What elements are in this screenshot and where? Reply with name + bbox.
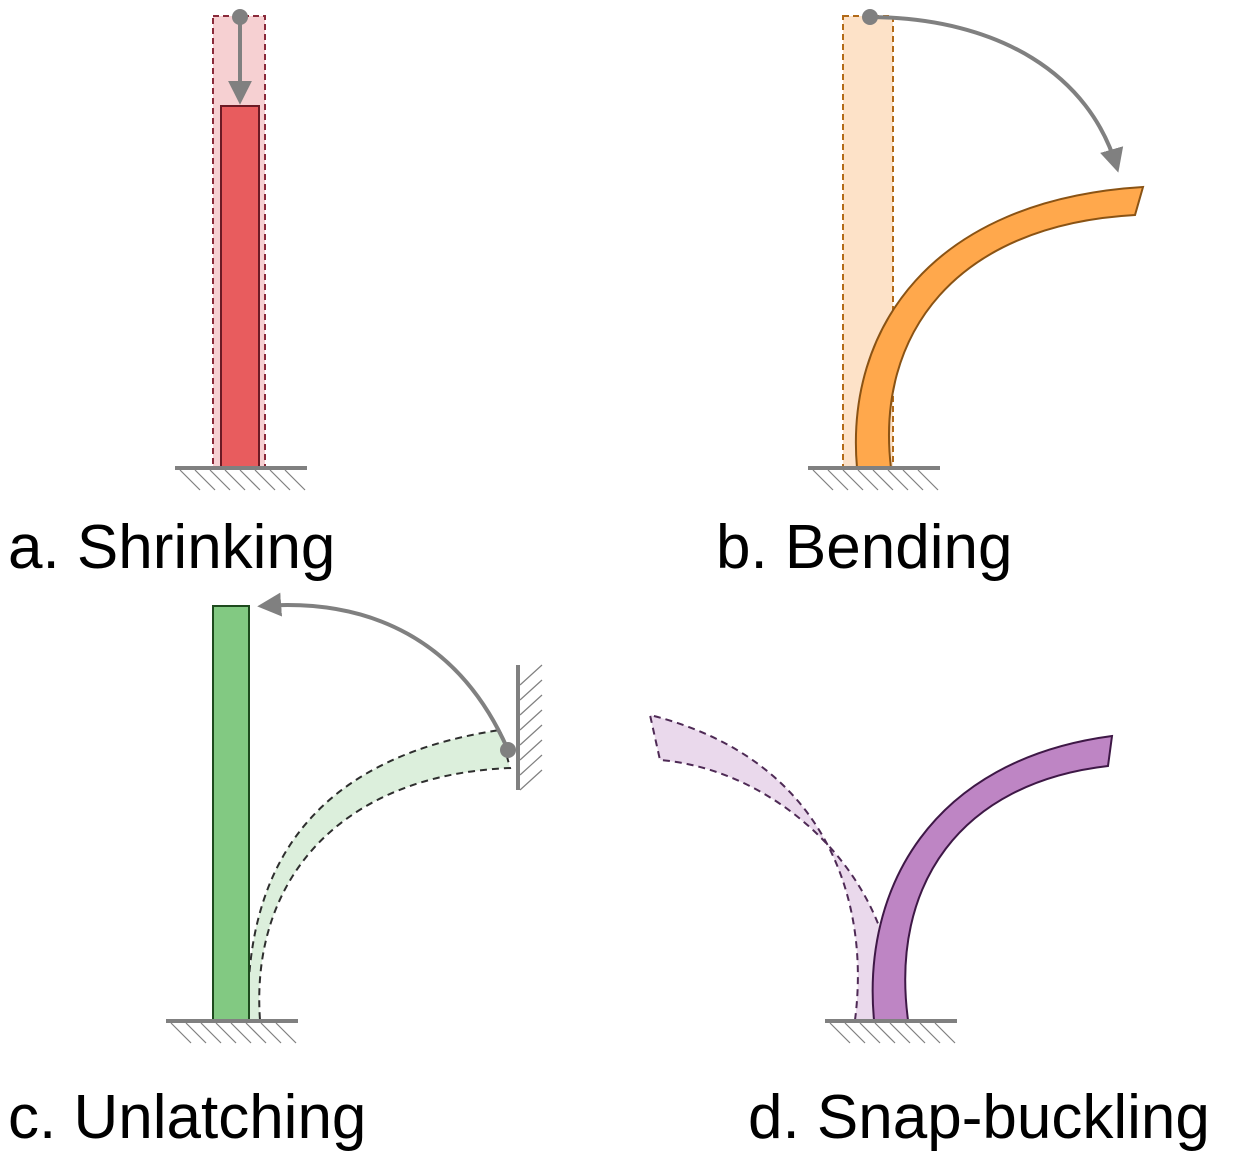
ground-support-icon <box>166 1019 298 1044</box>
caption-shrinking: a. Shrinking <box>8 513 336 582</box>
wall-support-icon <box>516 664 543 791</box>
panel-a-shrinking <box>175 9 307 491</box>
snap-buckling-original-beam <box>648 713 897 1021</box>
bending-arrow <box>869 15 1124 173</box>
pivot-point-icon <box>500 742 516 758</box>
panel-c-unlatching <box>166 592 543 1044</box>
panel-b-bending <box>808 9 1145 491</box>
ground-support-icon <box>808 466 940 491</box>
pivot-point-icon <box>232 9 248 25</box>
bending-beam <box>854 185 1145 469</box>
panel-d-snap-buckling <box>648 713 1114 1044</box>
unlatching-arrow <box>257 592 510 751</box>
unlatching-beam <box>212 605 250 1022</box>
snap-buckling-beam <box>871 734 1114 1021</box>
ground-support-icon <box>825 1019 957 1044</box>
caption-bending: b. Bending <box>716 513 1013 582</box>
caption-snap-buckling: d. Snap-buckling <box>748 1083 1210 1152</box>
ground-support-icon <box>175 466 307 491</box>
caption-unlatching: c. Unlatching <box>8 1083 367 1152</box>
unlatching-latched-beam <box>246 728 512 1021</box>
pivot-point-icon <box>862 9 878 25</box>
shrinking-beam <box>220 105 260 469</box>
